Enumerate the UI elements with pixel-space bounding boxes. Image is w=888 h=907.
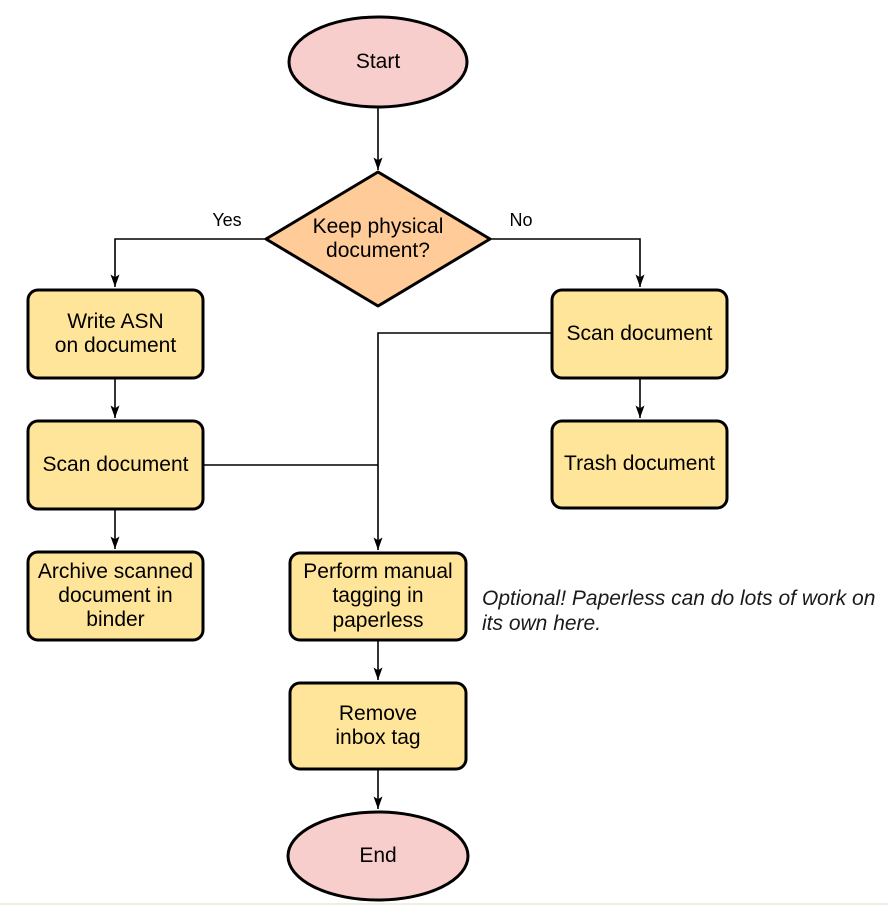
edge-scanright-to-tagging [373,332,552,550]
tagging-box [288,551,468,642]
write-asn-box [26,288,205,380]
optional-note: Optional! Paperless can do lots of work … [482,587,876,635]
scan-document-right-box [550,288,729,380]
decision-diamond [264,170,492,308]
edge-decision-yes [110,238,266,287]
scan-document-left-box [26,419,205,511]
edge-decision-no [490,238,645,287]
archive-box [26,550,205,642]
start-ellipse [287,15,469,109]
trash-document-box [550,419,729,510]
bottom-divider [0,903,888,905]
remove-inbox-tag-box [288,681,468,771]
end-ellipse [286,810,470,902]
